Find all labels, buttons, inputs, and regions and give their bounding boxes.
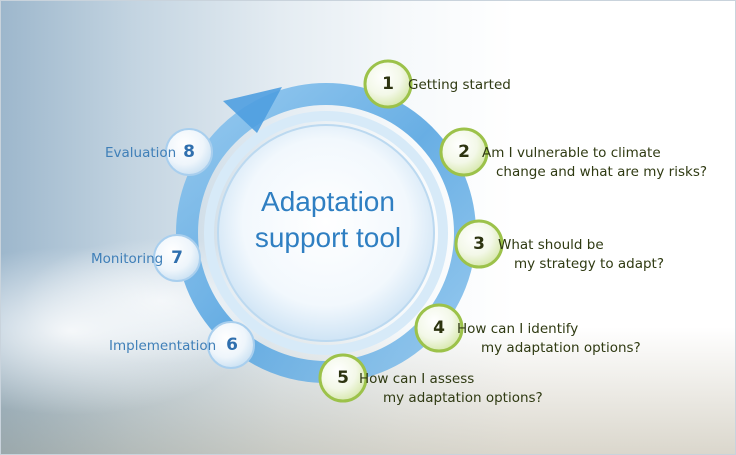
step-8-number: 8: [183, 142, 195, 162]
blue-bubble-6: [207, 321, 255, 369]
step-7-number: 7: [171, 248, 183, 268]
step-1-number: 1: [382, 74, 394, 94]
step-2-line1: Am I vulnerable to climate: [482, 145, 661, 161]
step-3-number: 3: [473, 234, 485, 254]
step-3-line2: my strategy to adapt?: [514, 256, 665, 272]
step-2-number: 2: [458, 142, 470, 162]
center-title-line2: support tool: [254, 222, 402, 253]
step-5-line1: How can I assess: [359, 371, 475, 387]
center-title: Adaptation support tool: [221, 184, 435, 256]
step-2-line2: change and what are my risks?: [496, 164, 708, 180]
inner-ring: [204, 111, 448, 355]
step-2-label[interactable]: Am I vulnerable to climate change and wh…: [482, 144, 707, 182]
step-6-label[interactable]: Implementation: [109, 338, 217, 354]
blue-bubble-7: [153, 234, 201, 282]
step-4-number: 4: [433, 318, 445, 338]
step-4-label[interactable]: How can I identify my adaptation options…: [457, 320, 641, 358]
step-4-line2: my adaptation options?: [481, 340, 641, 356]
cycle-arrowhead: [223, 87, 282, 133]
green-bubble-4: [414, 303, 464, 353]
step-3-line1: What should be: [498, 237, 604, 253]
center-disk: [217, 124, 435, 342]
step-5-number: 5: [337, 368, 349, 388]
step-8-label[interactable]: Evaluation: [105, 145, 177, 161]
step-7-label[interactable]: Monitoring: [91, 251, 164, 267]
step-1-line1: Getting started: [408, 77, 511, 93]
center-title-line1: Adaptation: [261, 186, 395, 217]
step-4-line1: How can I identify: [457, 321, 579, 337]
step-5-label[interactable]: How can I assess my adaptation options?: [359, 370, 543, 408]
green-bubble-5: [318, 353, 368, 403]
step-5-line2: my adaptation options?: [383, 390, 543, 406]
step-6-number: 6: [226, 335, 238, 355]
step-3-label[interactable]: What should be my strategy to adapt?: [498, 236, 664, 274]
green-bubble-3: [454, 219, 504, 269]
step-1-label[interactable]: Getting started: [408, 76, 511, 95]
green-bubble-2: [439, 127, 489, 177]
blue-bubble-8: [165, 128, 213, 176]
green-bubble-1: [363, 59, 413, 109]
